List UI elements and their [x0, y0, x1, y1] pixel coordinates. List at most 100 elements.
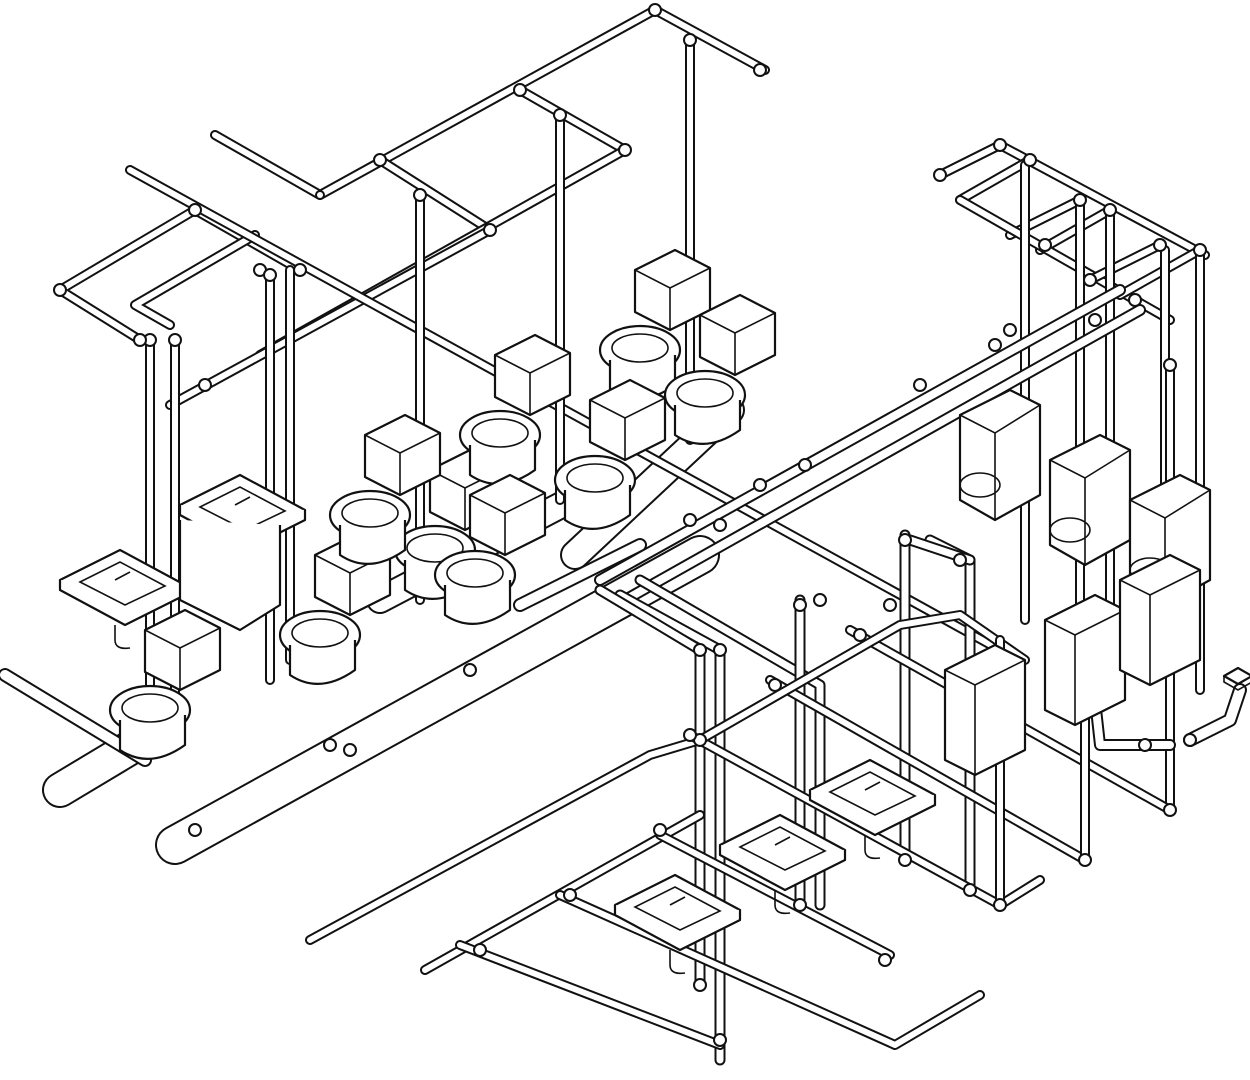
pipe-fitting — [53, 283, 67, 297]
pipe-fitting — [953, 553, 967, 567]
pipe-fitting — [1128, 293, 1142, 307]
faucet-icon — [234, 496, 251, 506]
vent-pipe — [515, 85, 630, 155]
pipe-fitting — [683, 513, 697, 527]
wc-tank — [698, 293, 777, 377]
pipe-fitting — [1153, 238, 1167, 252]
pipe-fitting — [198, 378, 212, 392]
vent-pipe — [1085, 240, 1165, 285]
water-closet — [663, 293, 777, 445]
pipe-fitting — [1088, 313, 1102, 327]
flush-valve-box — [1043, 593, 1127, 727]
wc-tank — [363, 413, 442, 497]
water-pipe — [305, 735, 705, 945]
faucet-icon — [669, 896, 686, 906]
water-main — [594, 284, 1126, 586]
water-pipe — [634, 574, 826, 911]
wc-base — [673, 400, 742, 445]
pipe-fitting — [1193, 243, 1207, 257]
urinal-body — [1048, 433, 1132, 567]
faucet-icon — [114, 571, 131, 581]
pipe — [513, 538, 647, 612]
water-pipe — [455, 940, 725, 1050]
pipe-fitting — [898, 533, 912, 547]
pipe-fitting — [993, 138, 1007, 152]
wc-tank — [143, 608, 222, 692]
pipe-fitting — [1163, 803, 1177, 817]
pipe-fitting — [993, 898, 1007, 912]
pipe-fitting — [1023, 153, 1037, 167]
lavatory — [718, 813, 847, 915]
p-trap — [114, 625, 131, 650]
pipe-fitting — [793, 598, 807, 612]
pipe-fitting — [1103, 203, 1117, 217]
pipe-fitting — [168, 333, 182, 347]
pipe-fitting — [898, 853, 912, 867]
pipe-fitting — [793, 898, 807, 912]
water-closet — [458, 333, 572, 485]
p-trap — [669, 950, 686, 975]
wc-base — [443, 580, 512, 625]
p-trap — [774, 890, 791, 915]
pipe-fitting — [713, 643, 727, 657]
pipe-fitting — [323, 738, 337, 752]
wc-tank — [493, 333, 572, 417]
pipe-fitting — [188, 823, 202, 837]
pipe-fitting — [683, 728, 697, 742]
plumbing-fixtures — [58, 248, 1250, 975]
pipe-fitting — [553, 108, 567, 122]
water-pipe — [765, 675, 1090, 865]
pipe-fitting — [693, 643, 707, 657]
pipe-fitting — [293, 263, 307, 277]
pipe-fitting — [913, 378, 927, 392]
pipe-fitting — [513, 83, 527, 97]
pipe-fitting — [463, 663, 477, 677]
urinal-body — [958, 388, 1042, 522]
pipe-fitting — [798, 458, 812, 472]
pipe-fitting — [1038, 238, 1052, 252]
pipe-fitting — [653, 823, 667, 837]
lavatory — [613, 873, 742, 975]
water-closet — [553, 378, 667, 530]
pipe-fitting — [988, 338, 1002, 352]
pipe-fitting — [473, 943, 487, 957]
pipe-fitting — [753, 478, 767, 492]
water-closet — [328, 413, 442, 565]
pipe-fitting — [853, 628, 867, 642]
pipe-fitting — [1078, 853, 1092, 867]
vent-pipe — [375, 155, 495, 235]
drain-pipe — [1183, 683, 1247, 747]
vent-pipe — [955, 155, 1035, 205]
pipe-fitting — [753, 63, 767, 77]
pipe-fitting — [188, 203, 202, 217]
water-closet — [433, 473, 547, 625]
vent-pipe — [165, 225, 495, 410]
pipe-fitting — [263, 268, 277, 282]
water-closet — [108, 608, 222, 760]
pipe-fitting — [683, 33, 697, 47]
pipe-fitting — [373, 153, 387, 167]
pipe-fitting — [1083, 273, 1097, 287]
pipe-fitting — [768, 678, 782, 692]
pipe-fitting — [563, 888, 577, 902]
wc-base — [288, 640, 357, 685]
wc-base — [563, 485, 632, 530]
wc-tank — [588, 378, 667, 462]
p-trap — [864, 835, 881, 860]
pipe-fitting — [1003, 323, 1017, 337]
vent-pipe — [210, 5, 770, 200]
pipe-fitting — [963, 883, 977, 897]
urinal — [1048, 433, 1132, 567]
pipe-fitting — [713, 1033, 727, 1047]
pipe-fitting — [878, 953, 892, 967]
pipe-fitting — [1073, 193, 1087, 207]
pipe-fitting — [1138, 738, 1152, 752]
pipe-fitting — [413, 188, 427, 202]
water-closet — [278, 533, 392, 685]
pipe-fitting — [618, 143, 632, 157]
lavatory — [808, 758, 937, 860]
water-closet — [598, 248, 712, 400]
pipe-fitting — [648, 3, 662, 17]
floor-drain-icon — [1222, 666, 1250, 691]
